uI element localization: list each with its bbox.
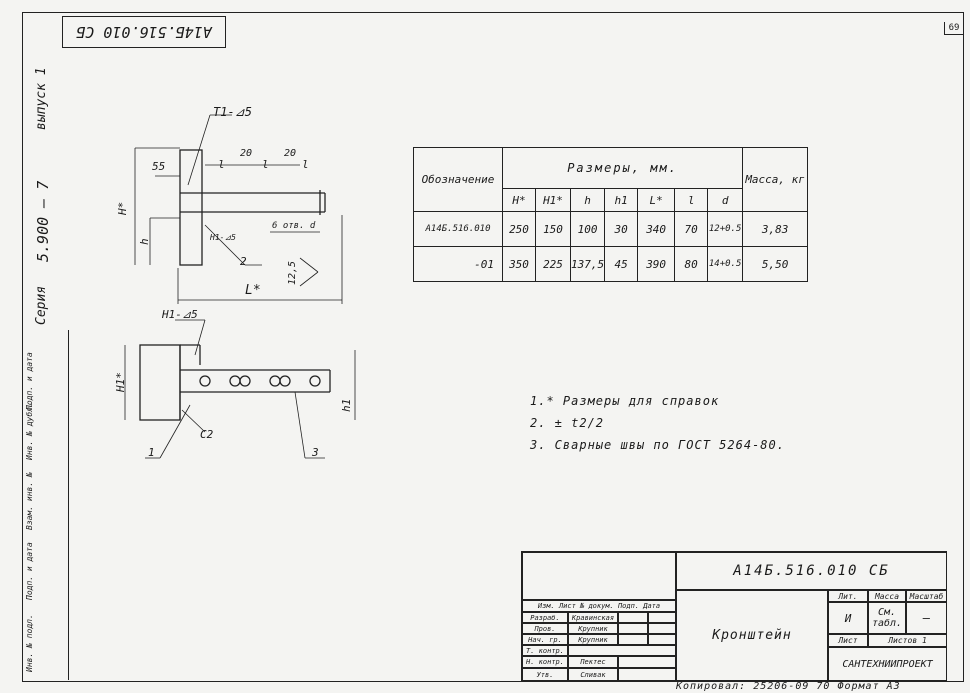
row2-L: 390	[637, 246, 676, 282]
tb-name-3: Крупник	[568, 634, 618, 645]
tb-mass-val: См. табл.	[868, 602, 906, 634]
tb-date-3	[648, 634, 676, 645]
tb-role-0: Изм. Лист № докум. Подп. Дата	[522, 600, 676, 612]
row1-designation: А14Б.516.010	[413, 211, 503, 247]
tb-role-3: Нач. гр.	[522, 634, 568, 645]
sub-L: L*	[637, 188, 676, 212]
dim-20a: 20	[240, 148, 253, 159]
row1-d: 12+0.5	[707, 211, 744, 247]
tb-sheets-hdr: Листов 1	[868, 634, 947, 647]
dim-55: 55	[152, 160, 166, 173]
tb-scale-val: —	[906, 602, 947, 634]
weld-side-label: Н1-⊿5	[210, 233, 236, 242]
dim-L: L*	[245, 283, 261, 298]
dim-l3: l	[302, 158, 309, 171]
tb-sign-3	[618, 634, 648, 645]
tb-sign-2	[618, 623, 648, 634]
dim-h: h	[138, 238, 151, 245]
row2-mass: 5,50	[742, 246, 809, 282]
dim-H1: Н1*	[114, 372, 127, 392]
leader-3: 3	[312, 446, 319, 459]
sub-H: Н*	[502, 188, 536, 212]
tb-row-4	[568, 645, 676, 656]
row1-h1: 30	[604, 211, 639, 247]
dim-H: Н*	[116, 201, 129, 215]
row2-l: 80	[674, 246, 709, 282]
row1-H: 250	[502, 211, 536, 247]
tb-sign-1	[618, 612, 648, 623]
tb-role-1: Разраб.	[522, 612, 568, 623]
chamfer-label: С2	[200, 428, 214, 441]
tb-sign-6	[618, 668, 676, 681]
sub-h: h	[569, 188, 606, 212]
sub-l: l	[674, 188, 709, 212]
weld-mid-label: Н1-⊿5	[162, 308, 198, 321]
tb-scale-hdr: Масштаб	[906, 590, 947, 602]
tb-lit-hdr: Лит.	[828, 590, 868, 602]
dim-20b: 20	[284, 148, 297, 159]
dim-h1: h1	[340, 398, 353, 412]
holes-label: 6 отв. d	[272, 221, 316, 231]
row2-designation: -01	[413, 246, 503, 282]
tb-sign-5	[618, 656, 676, 668]
row2-H: 350	[502, 246, 536, 282]
tb-date-1	[648, 612, 676, 623]
tb-role-4: Т. контр.	[522, 645, 568, 656]
row2-d: 14+0.5	[707, 246, 744, 282]
dim-l2: l	[262, 158, 269, 171]
tb-name-2: Крупник	[568, 623, 618, 634]
tb-name-5: Пектес	[568, 656, 618, 668]
title-block: Изм. Лист № докум. Подп. Дата Разраб. Кр…	[521, 551, 947, 681]
group-sizes: Размеры, мм.	[501, 147, 744, 189]
dimensions-table: Обозначение Размеры, мм. Масса, кг Н* Н1…	[413, 147, 809, 282]
tb-role-2: Пров.	[522, 623, 568, 634]
sub-H1: Н1*	[535, 188, 571, 212]
note-3: 3. Сварные швы по ГОСТ 5264-80.	[530, 438, 785, 452]
row1-H1: 150	[535, 211, 571, 247]
dim-l1: l	[218, 158, 225, 171]
tb-code: А14Б.516.010 СБ	[676, 552, 947, 590]
tb-name: Кронштейн	[676, 590, 828, 681]
col-mass: Масса, кг	[742, 147, 809, 212]
revision-grid	[522, 552, 676, 600]
tb-name-6: Сливак	[568, 668, 618, 681]
weld-top-label: Т1-⊿5	[213, 105, 252, 119]
row2-h1: 45	[604, 246, 639, 282]
note-1: 1.* Размеры для справок	[530, 394, 720, 408]
sub-h1: h1	[604, 188, 639, 212]
tb-mass-hdr: Масса	[868, 590, 906, 602]
side-stamp-box	[22, 330, 69, 680]
row2-H1: 225	[535, 246, 571, 282]
tb-lit-val: И	[828, 602, 868, 634]
sheet-number: 69	[944, 22, 963, 35]
leader-1: 1	[148, 446, 155, 459]
tb-org: САНТЕХНИИПРОЕКТ	[828, 647, 947, 681]
row1-L: 340	[637, 211, 676, 247]
copy-line: Копировал: 25206-09 70 Формат А3	[676, 681, 901, 692]
note-2: 2. ± t2/2	[530, 416, 605, 430]
table-row: -01 350 225 137,5 45 390 80 14+0.5 5,50	[413, 246, 809, 282]
col-designation: Обозначение	[413, 147, 503, 212]
tb-role-6: Утв.	[522, 668, 568, 681]
tb-name-1: Кравинская	[568, 612, 618, 623]
dim-12-5: 12,5	[287, 260, 298, 285]
sub-d: d	[707, 188, 744, 212]
drawing-frame	[22, 12, 964, 682]
leader-2: 2	[240, 255, 247, 268]
tb-date-2	[648, 623, 676, 634]
row1-h: 100	[569, 211, 606, 247]
tb-role-5: Н. контр.	[522, 656, 568, 668]
row1-mass: 3,83	[742, 211, 809, 247]
table-row: А14Б.516.010 250 150 100 30 340 70 12+0.…	[413, 211, 809, 247]
row2-h: 137,5	[569, 246, 606, 282]
row1-l: 70	[674, 211, 709, 247]
notes-block: 1.* Размеры для справок 2. ± t2/2 3. Сва…	[530, 390, 785, 456]
tb-sheet-hdr: Лист	[828, 634, 868, 647]
